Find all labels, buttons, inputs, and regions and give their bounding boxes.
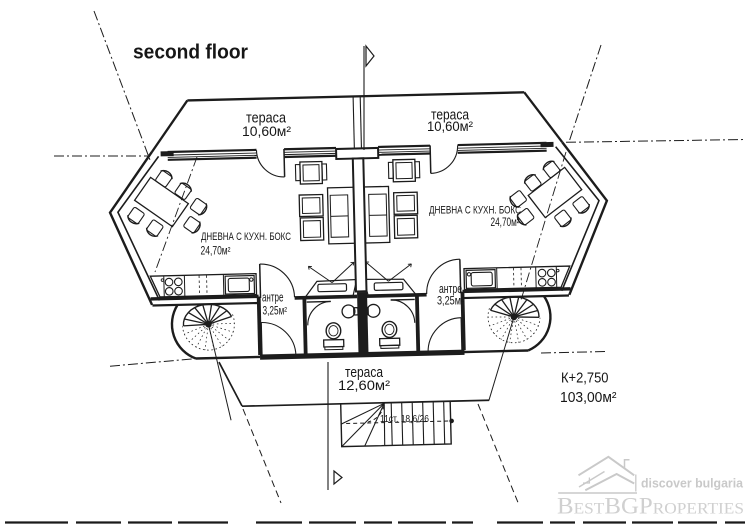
svg-text:антре: антре (262, 291, 284, 305)
svg-text:антре: антре (439, 282, 462, 296)
svg-text:ДНЕВНА С КУХН. БОКС: ДНЕВНА С КУХН. БОКС (429, 205, 521, 217)
svg-text:103,00м²: 103,00м² (560, 390, 617, 406)
svg-text:ДНЕВНА С КУХН. БОКС: ДНЕВНА С КУХН. БОКС (201, 231, 291, 243)
svg-text:К+2,750: К+2,750 (561, 370, 609, 386)
svg-text:24,70м²: 24,70м² (491, 217, 520, 229)
svg-text:3,25м²: 3,25м² (437, 296, 464, 308)
svg-text:тераса: тераса (431, 107, 470, 123)
svg-text:11ст. 18,6/26: 11ст. 18,6/26 (380, 413, 429, 425)
svg-text:тераса: тераса (246, 111, 287, 127)
svg-text:discover bulgaria: discover bulgaria (641, 477, 744, 491)
svg-text:10,60м²: 10,60м² (242, 123, 291, 139)
svg-text:тераса: тераса (345, 365, 384, 381)
svg-text:second floor: second floor (133, 42, 248, 64)
svg-text:12,60м²: 12,60м² (338, 377, 390, 393)
svg-text:3,25м²: 3,25м² (263, 305, 288, 317)
svg-text:BestBGProperties: BestBGProperties (557, 494, 744, 519)
svg-text:24,70м²: 24,70м² (201, 246, 231, 258)
svg-text:10,60м²: 10,60м² (427, 118, 473, 134)
